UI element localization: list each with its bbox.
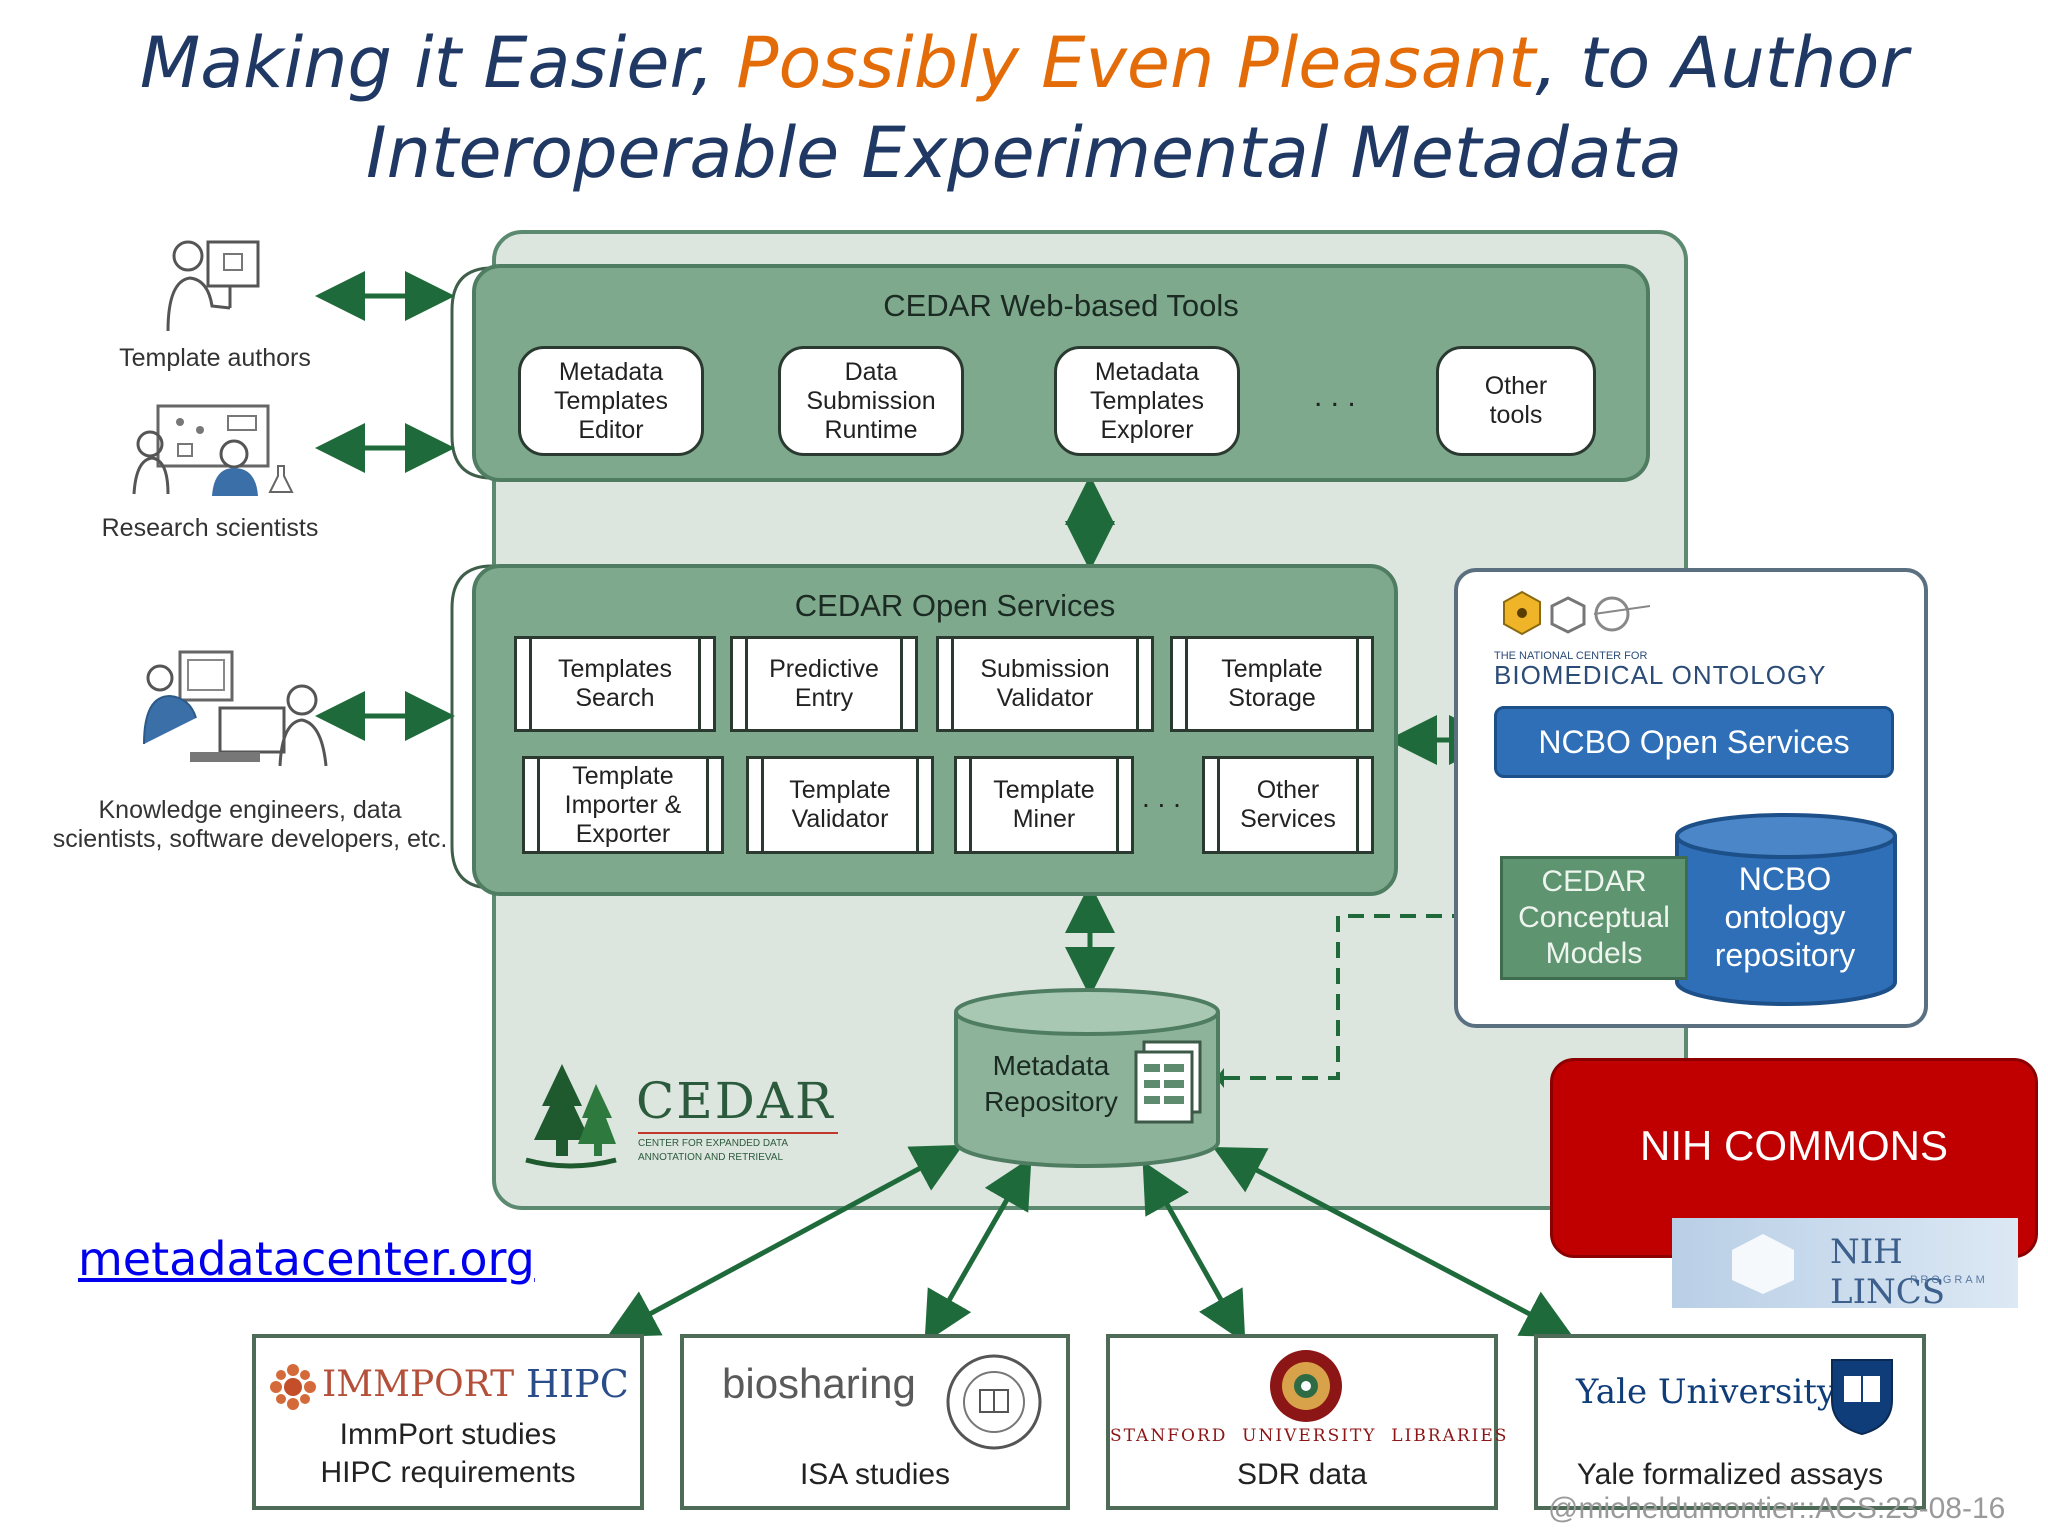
cedar-conceptual-models[interactable]: CEDAR Conceptual Models	[1500, 856, 1688, 980]
service-template-miner[interactable]: Template Miner	[954, 756, 1134, 854]
services-ellipsis: . . .	[1142, 782, 1181, 813]
pine-trees-icon	[525, 1064, 617, 1169]
slide-title-line2: Interoperable Experimental Metadata	[365, 112, 1683, 194]
immport-flower-icon	[270, 1364, 316, 1410]
ncbo-logo-icon	[1503, 590, 1651, 636]
ncbo-open-services[interactable]: NCBO Open Services	[1494, 706, 1894, 778]
tool-metadata-templates-explorer[interactable]: Metadata Templates Explorer	[1054, 346, 1240, 456]
metadatacenter-link[interactable]: metadatacenter.org	[78, 1232, 535, 1286]
source-biosharing: biosharing ISA studies	[680, 1334, 1070, 1510]
biosharing-logo-text: biosharing	[722, 1360, 916, 1407]
metadata-repository[interactable]: Metadata Repository	[952, 988, 1222, 1172]
open-services-title: CEDAR Open Services	[794, 588, 1116, 623]
ncbo-repository-cylinder	[1675, 813, 1897, 1006]
cedar-logo: CEDAR CENTER FOR EXPANDED DATA ANNOTATIO…	[520, 1060, 840, 1170]
service-template-importer-exporter[interactable]: Template Importer & Exporter	[522, 756, 724, 854]
developers-at-computer-icon	[130, 648, 330, 768]
lincs-logo-text: NIH LINCS	[1830, 1232, 1946, 1312]
tool-other-tools[interactable]: Other tools	[1436, 346, 1596, 456]
yale-shield-icon	[1831, 1359, 1893, 1436]
actor-label-template-authors: Template authors	[119, 344, 311, 372]
source-stanford-sdr: STANFORD UNIVERSITY LIBRARIES SDR data	[1106, 1334, 1509, 1510]
source-caption-immport: ImmPort studies HIPC requirements	[320, 1418, 576, 1489]
tool-metadata-templates-editor[interactable]: Metadata Templates Editor	[518, 346, 704, 456]
nih-lincs-logo: NIH LINCS PROGRAM	[1672, 1218, 2018, 1312]
ncbo-header-small: THE NATIONAL CENTER FOR	[1494, 650, 1648, 662]
footer-handle: @micheldumontier::ACS:23-08-16	[1548, 1492, 2006, 1525]
actor-label-knowledge-engineers: Knowledge engineers, data scientists, so…	[52, 796, 448, 853]
lincs-logo-sub: PROGRAM	[1910, 1274, 1988, 1286]
service-predictive-entry[interactable]: Predictive Entry	[730, 636, 918, 732]
cedar-logo-subtitle-1: CENTER FOR EXPANDED DATA	[638, 1138, 789, 1149]
documents-icon	[1134, 1040, 1202, 1124]
service-template-storage[interactable]: Template Storage	[1170, 636, 1374, 732]
service-template-validator[interactable]: Template Validator	[746, 756, 934, 854]
repository-label: Metadata Repository	[984, 1050, 1118, 1117]
person-at-computer-icon	[150, 236, 270, 336]
source-caption-yale: Yale formalized assays	[1576, 1458, 1884, 1491]
title-highlight: Possibly Even Pleasant	[736, 22, 1536, 104]
source-immport-hipc: IMMPORT HIPC ImmPort studies HIPC requir…	[252, 1334, 644, 1510]
tools-ellipsis: . . .	[1314, 380, 1356, 413]
source-yale: Yale University Yale formalized assays	[1534, 1334, 1926, 1510]
source-caption-isa: ISA studies	[799, 1458, 951, 1491]
actor-label-research-scientists: Research scientists	[101, 514, 319, 542]
service-templates-search[interactable]: Templates Search	[514, 636, 716, 732]
hipc-logo-text: HIPC	[526, 1362, 629, 1406]
service-other-services[interactable]: Other Services	[1202, 756, 1374, 854]
oxford-seal-icon	[946, 1354, 1042, 1450]
stanford-libraries-text: STANFORD UNIVERSITY LIBRARIES	[1110, 1426, 1509, 1446]
web-tools-title: CEDAR Web-based Tools	[883, 288, 1239, 323]
scientist-at-whiteboard-icon	[128, 400, 298, 496]
cedar-logo-name: CEDAR	[636, 1072, 835, 1130]
cedar-logo-subtitle-2: ANNOTATION AND RETRIEVAL	[638, 1152, 784, 1163]
tool-data-submission-runtime[interactable]: Data Submission Runtime	[778, 346, 964, 456]
hexagon-cube-icon	[1732, 1234, 1794, 1294]
service-submission-validator[interactable]: Submission Validator	[936, 636, 1154, 732]
ncbo-ontology-repository[interactable]: NCBO ontology repository	[1714, 861, 1856, 973]
source-caption-sdr: SDR data	[1236, 1458, 1368, 1491]
slide-title-line1: Making it Easier, Possibly Even Pleasant…	[139, 22, 1909, 104]
nih-commons-label: NIH COMMONS	[1640, 1122, 1948, 1169]
yale-logo-text: Yale University	[1576, 1372, 1837, 1412]
stanford-seal-icon	[1270, 1350, 1342, 1422]
immport-logo-text: IMMPORT	[322, 1364, 515, 1405]
ncbo-header-large: BIOMEDICAL ONTOLOGY	[1494, 660, 1827, 690]
